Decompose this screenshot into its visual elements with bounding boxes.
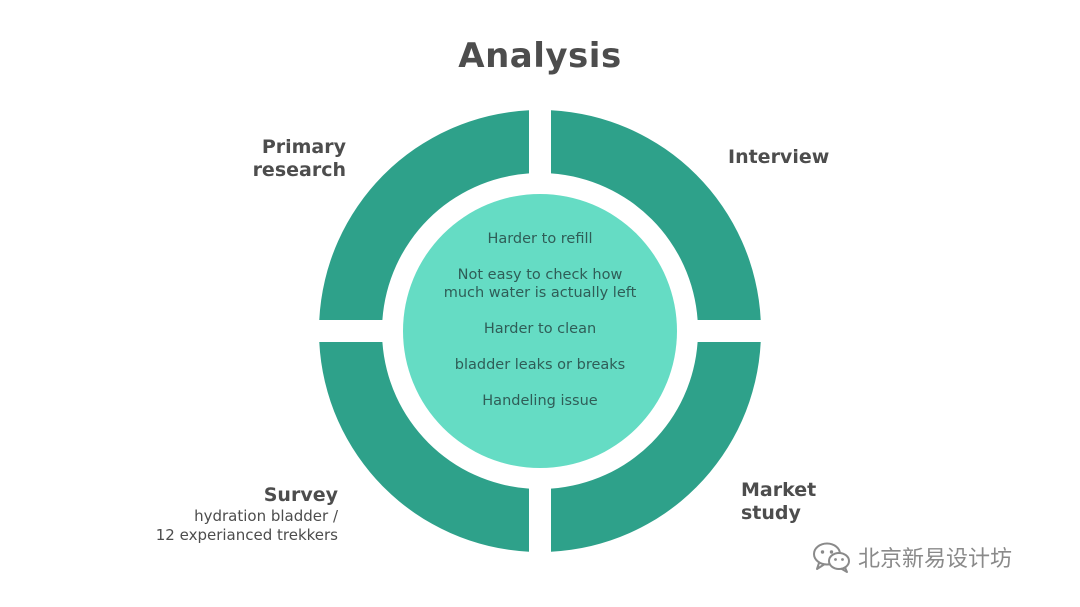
segment-primary-research (319, 110, 529, 320)
label-survey: Survey hydration bladder / 12 experiance… (140, 484, 338, 545)
label-primary-research-line1: Primary (261, 136, 346, 158)
finding-line: Harder to refill (487, 231, 593, 247)
watermark: 北京新易设计坊 (812, 540, 1012, 574)
label-survey-sub2: 12 experianced trekkers (155, 526, 338, 544)
segment-survey (319, 342, 529, 552)
label-survey-line1: Survey (263, 484, 338, 506)
finding-item: bladder leaks or breaks (405, 356, 675, 374)
label-interview-line1: Interview (728, 146, 830, 168)
watermark-text: 北京新易设计坊 (858, 547, 1013, 572)
label-interview: Interview (728, 146, 829, 169)
finding-line: Handeling issue (482, 393, 598, 409)
finding-item: Harder to refill (405, 230, 675, 248)
segment-market-study (551, 342, 761, 552)
finding-item: Handeling issue (405, 392, 675, 410)
finding-line: Harder to clean (483, 321, 597, 337)
center-circle (403, 194, 677, 468)
label-primary-research-line2: research (252, 159, 346, 181)
label-market-study-line1: Market (741, 479, 817, 501)
wechat-icon (813, 542, 850, 573)
finding-line: Not easy to check how (457, 267, 623, 283)
finding-line: bladder leaks or breaks (454, 357, 626, 373)
label-market-study-line2: study (741, 502, 801, 524)
finding-item: Harder to clean (405, 320, 675, 338)
finding-line: much water is actually left (443, 285, 637, 301)
label-survey-sub1: hydration bladder / (194, 507, 338, 525)
label-primary-research: Primary research (220, 136, 346, 182)
segment-interview (551, 110, 761, 320)
diagram-title: Analysis (458, 36, 622, 76)
finding-item: Not easy to check how much water is actu… (405, 266, 675, 302)
center-findings-list: Harder to refill Not easy to check how m… (405, 230, 675, 428)
label-market-study: Market study (741, 479, 816, 525)
